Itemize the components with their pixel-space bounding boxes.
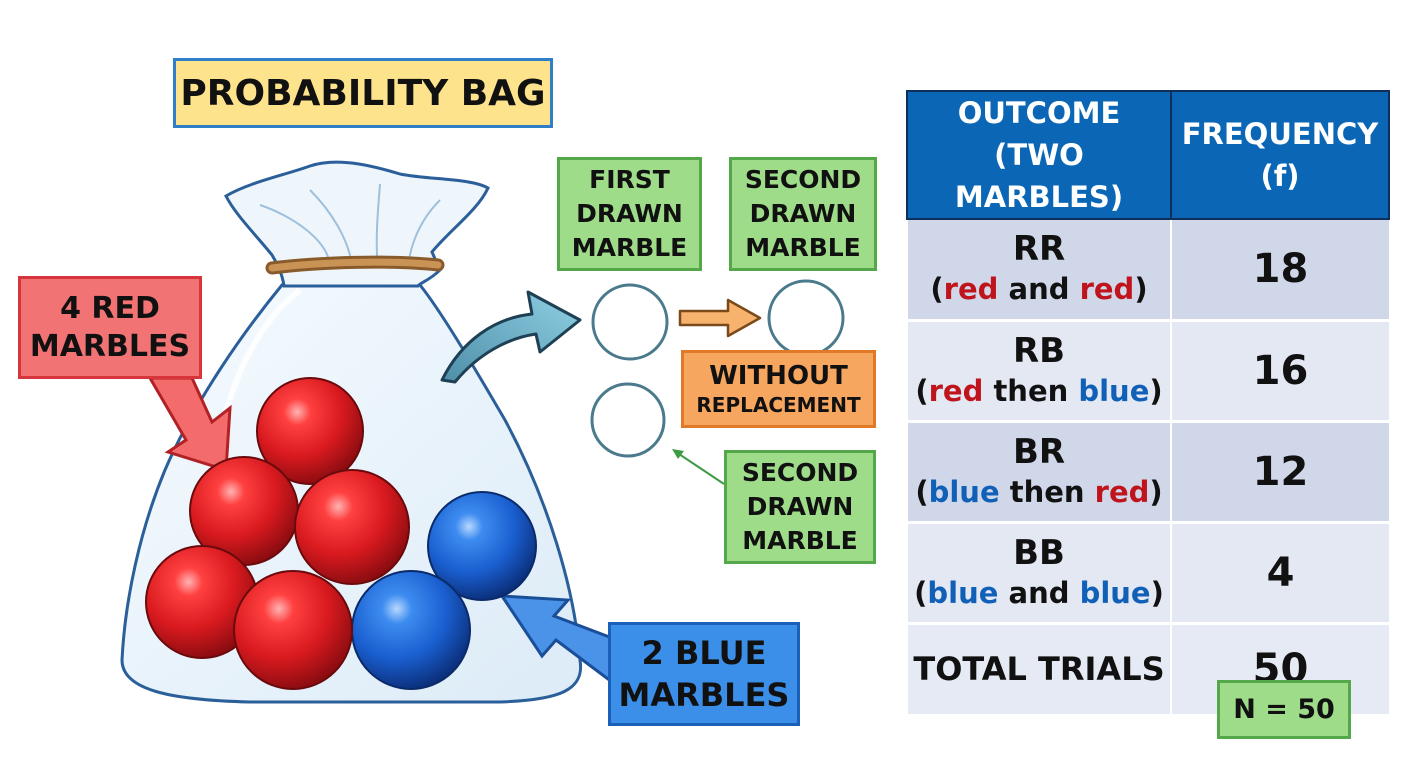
header-outcome-line1: OUTCOME — [957, 96, 1121, 130]
second-drawn-line1: SECOND — [744, 165, 862, 194]
outcome-cell: BB (blue and blue) — [906, 522, 1171, 625]
outcome-description: (blue then red) — [915, 474, 1163, 509]
sequence-arrow — [678, 298, 762, 338]
frequency-value: 16 — [1252, 347, 1309, 394]
table-row: RR (red and red) 18 — [906, 219, 1389, 322]
blue-callout-line2: MARBLES — [618, 676, 790, 714]
header-outcome-line2: (TWO MARBLES) — [954, 138, 1124, 214]
blue-marbles-callout: 2 BLUE MARBLES — [608, 622, 800, 726]
header-outcome: OUTCOME (TWO MARBLES) — [906, 90, 1172, 220]
without-replacement-label: WITHOUT REPLACEMENT — [681, 350, 876, 428]
second-drawn-line3: MARBLE — [745, 233, 861, 262]
green-pointer — [675, 451, 725, 485]
second-drawn-label-alt: SECOND DRAWN MARBLE — [724, 450, 876, 564]
header-frequency: FREQUENCY (f) — [1170, 90, 1390, 220]
outcome-code: BR — [1012, 431, 1066, 472]
page-title: PROBABILITY BAG — [173, 58, 553, 128]
second-drawn-label: SECOND DRAWN MARBLE — [729, 157, 877, 271]
second-draw-slot-alt — [590, 382, 666, 458]
blue-marble — [351, 570, 471, 690]
outcome-cell: BR (blue then red) — [906, 421, 1171, 524]
outcome-code: BB — [1013, 532, 1065, 573]
n-total-badge: N = 50 — [1217, 680, 1351, 739]
frequency-value: 4 — [1266, 549, 1295, 596]
frequency-cell: 16 — [1170, 320, 1389, 423]
outcome-code: RR — [1012, 229, 1066, 270]
frequency-table: OUTCOME (TWO MARBLES) FREQUENCY (f) RR (… — [906, 90, 1390, 717]
first-drawn-line3: MARBLE — [571, 233, 688, 262]
frequency-value: 18 — [1252, 246, 1309, 293]
table-row: RB (red then blue) 16 — [906, 320, 1389, 423]
red-callout-line1: 4 RED — [60, 290, 160, 326]
bag-neck — [224, 160, 490, 288]
second-draw-slot — [767, 279, 845, 357]
table-header-row: OUTCOME (TWO MARBLES) FREQUENCY (f) — [906, 90, 1390, 220]
red-marble — [256, 377, 364, 485]
table-row: BB (blue and blue) 4 — [906, 522, 1389, 625]
red-callout-line2: MARBLES — [29, 328, 191, 364]
draw-arrow — [440, 290, 582, 384]
red-marble — [233, 570, 353, 690]
second-drawn-line2: DRAWN — [749, 199, 857, 228]
without-line1: WITHOUT — [709, 361, 848, 391]
total-label-cell: TOTAL TRIALS — [906, 623, 1171, 717]
table-total-row: TOTAL TRIALS 50 — [906, 623, 1389, 717]
total-label: TOTAL TRIALS — [913, 650, 1165, 688]
outcome-code: RB — [1012, 330, 1066, 371]
first-drawn-label: FIRST DRAWN MARBLE — [557, 157, 702, 271]
frequency-cell: 12 — [1170, 421, 1389, 524]
outcome-description: (red then blue) — [915, 373, 1163, 408]
blue-callout-line1: 2 BLUE — [641, 634, 767, 672]
outcome-cell: RR (red and red) — [906, 219, 1171, 322]
first-drawn-line1: FIRST — [589, 165, 670, 194]
frequency-cell: 18 — [1170, 219, 1389, 322]
outcome-description: (red and red) — [930, 272, 1148, 307]
second-drawn-alt-line1: SECOND — [741, 458, 859, 487]
without-line2: REPLACEMENT — [696, 393, 861, 417]
second-drawn-alt-line2: DRAWN — [746, 492, 854, 521]
red-marbles-callout: 4 RED MARBLES — [18, 276, 202, 379]
blue-pointer-arrow — [499, 594, 614, 685]
red-pointer-arrow — [147, 376, 232, 472]
table-row: BR (blue then red) 12 — [906, 421, 1389, 524]
first-draw-slot — [591, 283, 669, 361]
outcome-cell: RB (red then blue) — [906, 320, 1171, 423]
header-freq-line2: (f) — [1260, 159, 1300, 193]
page-title-text: PROBABILITY BAG — [180, 72, 546, 114]
second-drawn-alt-line3: MARBLE — [742, 526, 858, 555]
blue-marble — [427, 491, 537, 601]
red-marble — [294, 469, 410, 585]
header-freq-line1: FREQUENCY — [1181, 117, 1379, 151]
n-total-text: N = 50 — [1233, 694, 1335, 725]
first-drawn-line2: DRAWN — [576, 199, 683, 228]
outcome-description: (blue and blue) — [914, 575, 1164, 610]
frequency-value: 12 — [1252, 448, 1309, 495]
frequency-cell: 4 — [1170, 522, 1389, 625]
